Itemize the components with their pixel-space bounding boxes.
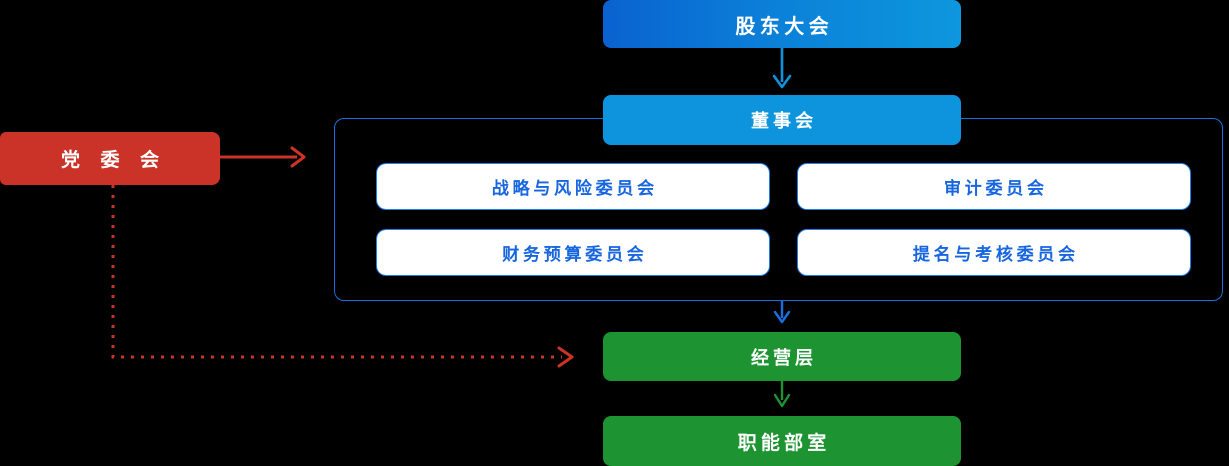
node-board-of-directors[interactable]: 董事会 [603,95,961,145]
node-committee-nomination-appraisal[interactable]: 提名与考核委员会 [797,229,1191,276]
node-management-layer[interactable]: 经营层 [603,332,961,381]
arrow-board-to-management [773,301,791,324]
node-committee-strategy-risk[interactable]: 战略与风险委员会 [376,163,770,210]
arrow-party-to-board [220,146,306,168]
node-functional-departments[interactable]: 职能部室 [603,416,961,466]
node-committee-finance-budget[interactable]: 财务预算委员会 [376,229,770,276]
arrow-management-to-departments [773,381,791,408]
node-committee-audit[interactable]: 审计委员会 [797,163,1191,210]
node-party-committee[interactable]: 党 委 会 [0,132,220,185]
arrow-shareholders-to-board [772,48,792,89]
node-shareholders-meeting[interactable]: 股东大会 [603,0,961,48]
